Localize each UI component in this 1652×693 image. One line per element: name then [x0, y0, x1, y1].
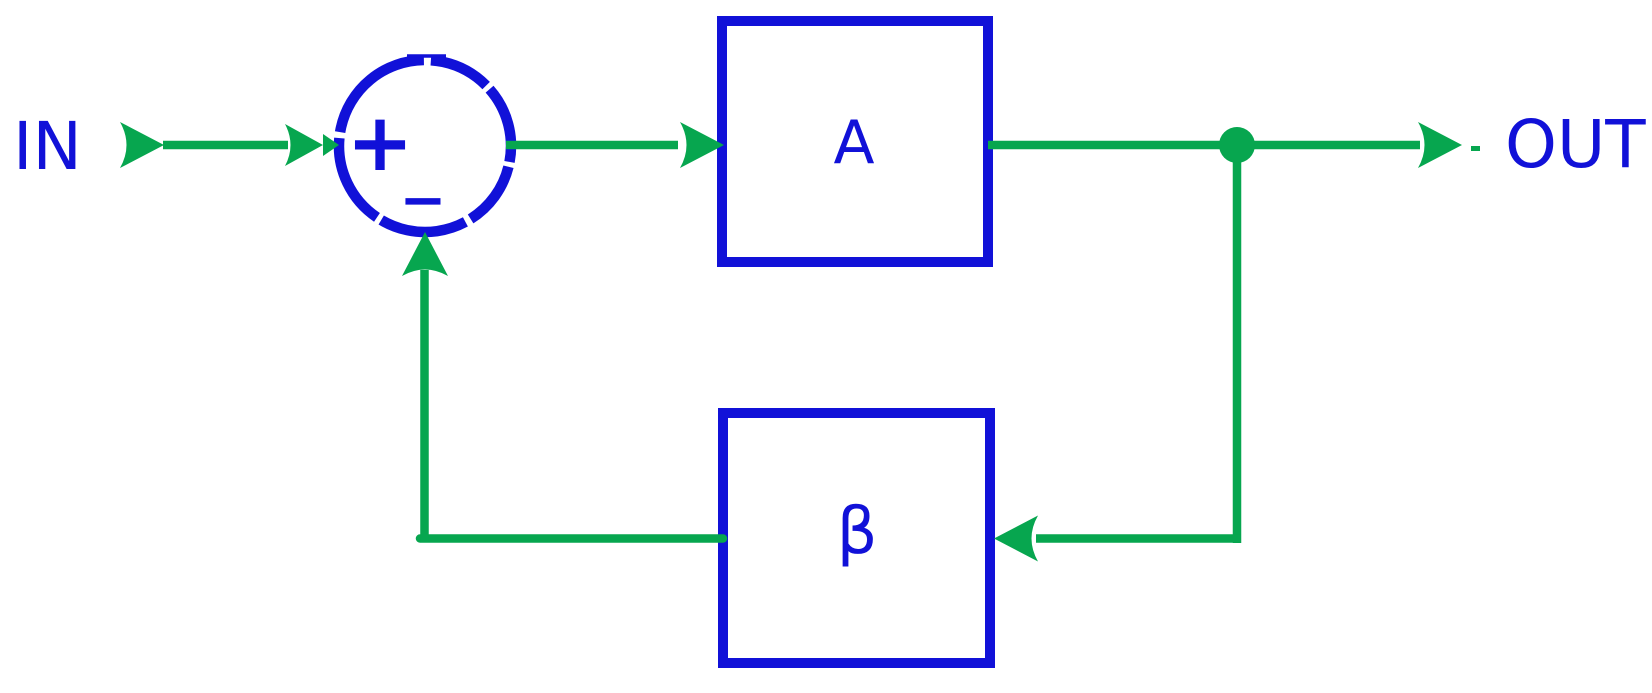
- wires: [163, 140, 1420, 543]
- minus-sign: −: [400, 168, 447, 233]
- arrowhead-into-beta: [994, 515, 1038, 562]
- arrowhead-in-start: [120, 122, 164, 168]
- summing-junction: + −: [333, 54, 517, 238]
- forward-block-label: A: [833, 108, 874, 178]
- arrowheads: [120, 122, 1480, 562]
- plus-sign: +: [346, 96, 413, 189]
- arrowhead-out: [1418, 122, 1462, 168]
- feedback-block-label: β: [837, 495, 878, 569]
- input-label: IN: [13, 108, 82, 185]
- output-label: OUT: [1505, 106, 1646, 183]
- feedback-block: β: [718, 408, 995, 668]
- forward-block: A: [717, 16, 993, 267]
- arrowhead-into-sum-bottom: [402, 232, 448, 276]
- arrowhead-into-a: [680, 122, 724, 168]
- arrowhead-sum-tip: [323, 134, 339, 156]
- summing-junction-circle: [333, 54, 517, 238]
- forward-block-box: [717, 16, 993, 267]
- arrowhead-out-speck: [1471, 146, 1480, 151]
- arrowhead-into-sum: [285, 124, 323, 166]
- branch-dot: [1219, 127, 1255, 163]
